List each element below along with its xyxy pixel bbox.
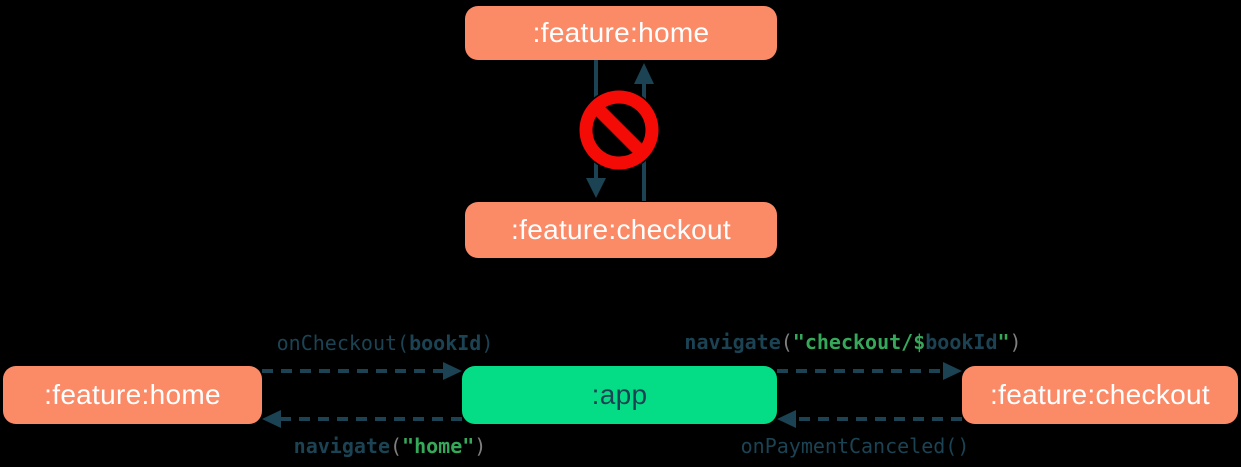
code-fn: onPaymentCanceled()	[740, 434, 970, 458]
app-to-home-arrow	[262, 410, 462, 428]
code-close: )	[474, 434, 487, 458]
code-label-navigate-checkout: navigate("checkout/$bookId")	[684, 330, 1021, 354]
code-close: )	[481, 331, 494, 355]
code-dollar: $	[913, 330, 926, 354]
module-box-app: :app	[462, 366, 777, 424]
checkout-to-home-arrow	[634, 63, 654, 201]
module-box-feature-checkout-bottom: :feature:checkout	[962, 366, 1238, 424]
code-string-close: "	[997, 330, 1010, 354]
home-to-app-arrow	[262, 362, 462, 380]
home-to-checkout-arrow	[586, 60, 606, 198]
code-fn: navigate	[293, 434, 390, 458]
checkout-to-app-arrow	[777, 410, 962, 428]
code-fn: navigate	[684, 330, 781, 354]
code-open: (	[389, 434, 403, 458]
app-to-checkout-arrow	[777, 362, 962, 380]
code-open: (	[780, 330, 793, 354]
code-string-open: "checkout/	[792, 330, 914, 354]
code-label-on-checkout: onCheckout(bookId)	[277, 331, 494, 355]
module-box-feature-checkout-top: :feature:checkout	[465, 202, 777, 258]
code-arg: bookId	[409, 331, 482, 355]
code-fn: onCheckout(	[276, 331, 410, 355]
code-close: )	[1009, 330, 1022, 354]
code-label-on-payment-canceled: onPaymentCanceled()	[741, 434, 970, 458]
module-box-feature-home-top: :feature:home	[465, 6, 777, 60]
code-string: "home"	[402, 434, 475, 458]
module-box-feature-home-bottom: :feature:home	[3, 366, 262, 424]
code-label-navigate-home: navigate("home")	[294, 434, 487, 458]
code-var: bookId	[925, 330, 998, 354]
no-entry-icon	[578, 89, 660, 171]
